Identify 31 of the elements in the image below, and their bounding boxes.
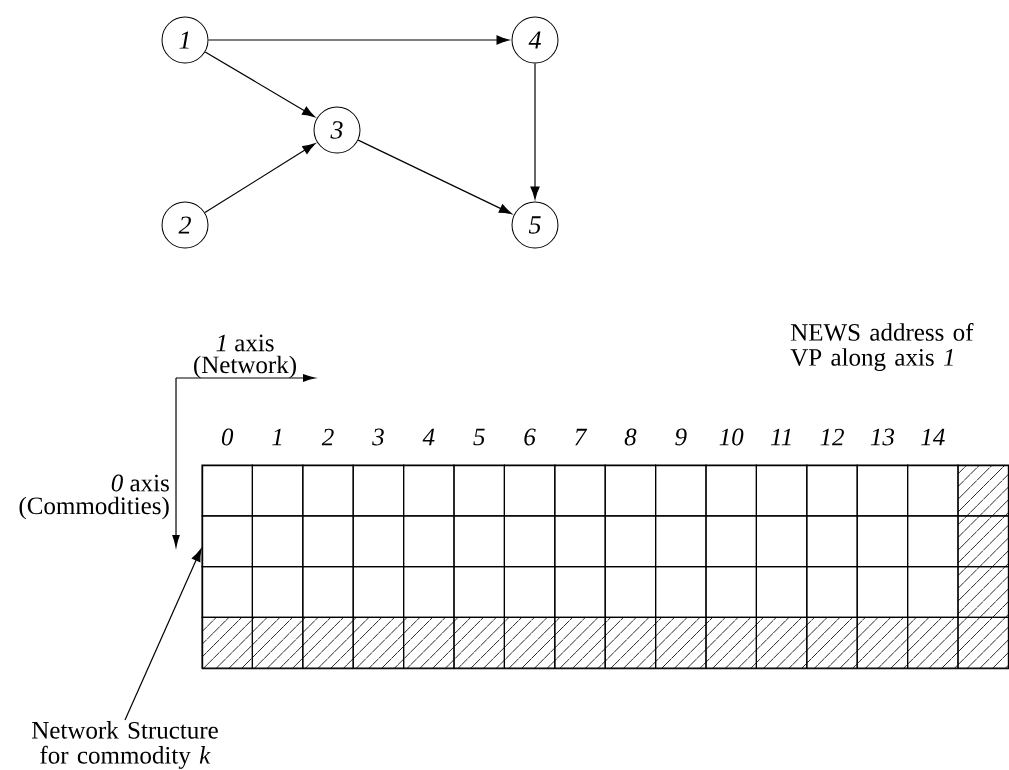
callout-text: Network Structure for commodity k bbox=[32, 721, 218, 769]
array-grid-drawing bbox=[352, 616, 405, 669]
arrow bbox=[530, 62, 540, 200]
axis-label: 1 axis bbox=[216, 334, 274, 352]
array-grid-drawing bbox=[655, 616, 707, 669]
axis-label: 0 axis bbox=[111, 474, 169, 492]
array-grid-drawing bbox=[201, 616, 253, 669]
array-grid-drawing bbox=[604, 616, 657, 669]
arrow bbox=[204, 51, 315, 118]
axis-label: NEWS address of VP along axis 1 bbox=[790, 323, 974, 371]
array-grid-drawing bbox=[201, 515, 1009, 618]
array-grid-drawing bbox=[554, 616, 606, 669]
arrow bbox=[357, 139, 512, 215]
array-grid-drawing bbox=[503, 616, 556, 669]
arrow bbox=[204, 143, 316, 214]
array-grid-drawing bbox=[302, 616, 354, 669]
array-grid-drawing bbox=[251, 616, 304, 669]
array-grid-drawing bbox=[957, 616, 1009, 669]
array-grid-drawing bbox=[453, 616, 505, 669]
array-grid-drawing bbox=[403, 616, 455, 669]
array-grid-drawing bbox=[705, 616, 757, 669]
axis-label: (Commodities) bbox=[19, 496, 169, 520]
array-grid-drawing bbox=[201, 464, 1009, 568]
array-grid-drawing bbox=[856, 616, 909, 669]
array-grid-drawing bbox=[755, 616, 808, 669]
array-grid-drawing bbox=[907, 616, 959, 669]
arrow bbox=[207, 35, 510, 45]
axis-label: (Network) bbox=[194, 355, 296, 379]
array-grid-drawing bbox=[957, 566, 1009, 618]
array-grid-drawing bbox=[806, 616, 858, 669]
leader-line bbox=[124, 548, 202, 721]
